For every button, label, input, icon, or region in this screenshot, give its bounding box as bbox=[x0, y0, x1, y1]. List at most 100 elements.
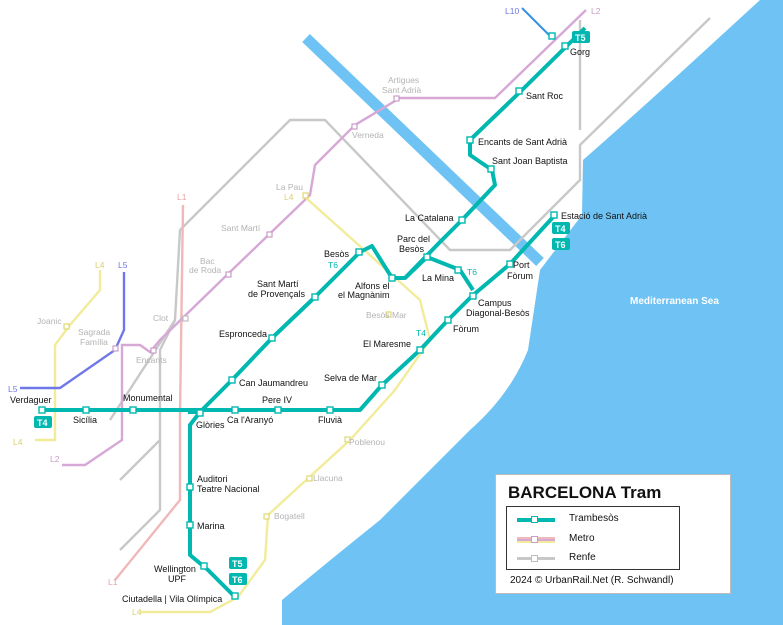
ciutadella-label: Ciutadella | Vila Olímpica bbox=[122, 594, 222, 604]
l2-top-end-label: L2 bbox=[591, 6, 601, 16]
wellington-label: Wellington bbox=[154, 564, 196, 574]
legend: BARCELONA Tram Trambesòs Metro Renfe 202… bbox=[495, 474, 731, 594]
tram-station-labels: Gorg Sant Roc Encants de Sant Adrià Sant… bbox=[10, 47, 647, 604]
svg-text:T6: T6 bbox=[555, 240, 566, 250]
legend-label-metro: Metro bbox=[569, 533, 595, 544]
l4-left-end-label: L4 bbox=[13, 437, 23, 447]
l1-top-end-label: L1 bbox=[177, 192, 187, 202]
gorg-label: Gorg bbox=[570, 47, 590, 57]
svg-text:T5: T5 bbox=[575, 33, 586, 43]
legend-station-marker bbox=[531, 536, 538, 543]
verdaguer-label: Verdaguer bbox=[10, 395, 52, 405]
poblenou-label: Poblenou bbox=[349, 437, 385, 447]
t6-branch-tag-lamina: T6 bbox=[467, 267, 477, 277]
besos-river bbox=[302, 34, 544, 266]
monumental-label: Monumental bbox=[123, 393, 173, 403]
sea-label: Mediterranean Sea bbox=[630, 296, 719, 307]
svg-text:T5: T5 bbox=[232, 559, 243, 569]
pere-iv-label: Pere IV bbox=[262, 395, 292, 405]
besos-mar-label: Besòs Mar bbox=[366, 310, 407, 320]
badge-t4-estacio: T4 bbox=[552, 222, 570, 234]
sant-marti-label: Sant Martí bbox=[221, 223, 261, 233]
parc-del-besos-label-2: Besòs bbox=[399, 244, 425, 254]
legend-row-renfe: Renfe bbox=[513, 552, 673, 566]
campus-label: Campus bbox=[478, 298, 512, 308]
svg-text:T4: T4 bbox=[555, 224, 566, 234]
alfons-label: Alfons el bbox=[355, 281, 390, 291]
encants-label: Encants bbox=[136, 355, 167, 365]
l10-end-label: L10 bbox=[505, 6, 519, 16]
artigues-label-2: Sant Adrià bbox=[382, 85, 421, 95]
auditori-label-2: Teatre Nacional bbox=[197, 484, 260, 494]
sant-joan-baptista-label: Sant Joan Baptista bbox=[492, 156, 568, 166]
t4-branch-tag-elmaresme: T4 bbox=[416, 328, 426, 338]
sant-marti-provencals-label-2: de Provençals bbox=[248, 289, 306, 299]
bogatell-label: Bogatell bbox=[274, 511, 305, 521]
clot-label: Clot bbox=[153, 313, 169, 323]
tram-stations bbox=[38, 32, 569, 600]
marina-label: Marina bbox=[197, 521, 225, 531]
ca-laranyo-label: Ca l'Aranyó bbox=[227, 415, 273, 425]
legend-row-trambesos: Trambesòs bbox=[513, 513, 673, 527]
joanic-label: Joanic bbox=[37, 316, 62, 326]
l4-top-end-label: L4 bbox=[95, 260, 105, 270]
other-line-station-labels: Artigues Sant Adrià Verneda La Pau Sant … bbox=[37, 75, 421, 521]
campus-label-2: Diagonal-Besòs bbox=[466, 308, 530, 318]
sagrada-familia-label: Sagrada bbox=[78, 327, 110, 337]
estacio-sant-adria-label: Estació de Sant Adrià bbox=[561, 211, 647, 221]
l4-bottom-end-label: L4 bbox=[132, 607, 142, 617]
la-catalana-label: La Catalana bbox=[405, 213, 454, 223]
legend-title: BARCELONA Tram bbox=[508, 483, 662, 502]
legend-label-trambesos: Trambesòs bbox=[569, 513, 619, 524]
llacuna-label: Llacuna bbox=[313, 473, 343, 483]
glories-label: Glòries bbox=[196, 420, 225, 430]
el-maresme-label: El Maresme bbox=[363, 339, 411, 349]
l5-left-end-label: L5 bbox=[8, 384, 18, 394]
legend-row-metro: Metro bbox=[513, 533, 673, 547]
auditori-label: Auditori bbox=[197, 474, 228, 484]
other-line-stations bbox=[63, 95, 400, 520]
legend-key: Trambesòs Metro Renfe bbox=[506, 506, 680, 570]
t6-branch-tag-besos: T6 bbox=[328, 260, 338, 270]
port-forum-label-2: Fòrum bbox=[507, 271, 533, 281]
metro-l10-line bbox=[521, 7, 551, 37]
legend-station-marker bbox=[531, 555, 538, 562]
sea-area bbox=[282, 0, 783, 625]
wellington-label-2: UPF bbox=[168, 574, 187, 584]
metro-l4-west-line bbox=[35, 270, 102, 442]
espronceda-label: Espronceda bbox=[219, 329, 267, 339]
l2-bottom-end-label: L2 bbox=[50, 454, 60, 464]
sagrada-familia-label-2: Família bbox=[80, 337, 108, 347]
la-mina-label: La Mina bbox=[422, 273, 454, 283]
l1-bottom-end-label: L1 bbox=[108, 577, 118, 587]
l5-top-end-label: L5 bbox=[118, 260, 128, 270]
badge-t6-estacio: T6 bbox=[552, 238, 570, 250]
badge-t4-verdaguer: T4 bbox=[34, 416, 52, 428]
bac-de-roda-label-2: de Roda bbox=[189, 265, 221, 275]
l4-lapau-label: L4 bbox=[284, 192, 294, 202]
encants-sant-adria-label: Encants de Sant Adrià bbox=[478, 137, 567, 147]
sicilia-label: Sicília bbox=[73, 415, 97, 425]
metro-l1-line bbox=[114, 204, 185, 581]
parc-del-besos-label: Parc del bbox=[397, 234, 430, 244]
badge-t6-ciutadella: T6 bbox=[229, 573, 247, 585]
port-forum-label: Port bbox=[513, 260, 530, 270]
badge-t5-ciutadella: T5 bbox=[229, 557, 247, 569]
sant-roc-label: Sant Roc bbox=[526, 91, 564, 101]
legend-credit: 2024 © UrbanRail.Net (R. Schwandl) bbox=[510, 575, 674, 586]
artigues-label: Artigues bbox=[388, 75, 419, 85]
can-jaumandreu-label: Can Jaumandreu bbox=[239, 378, 308, 388]
line-end-labels: L10 L2 L2 L5 L5 L4 L4 L4 L4 L1 L1 bbox=[8, 6, 601, 617]
sant-marti-provencals-label: Sant Martí bbox=[257, 279, 299, 289]
besos-label: Besòs bbox=[324, 249, 350, 259]
la-pau-label: La Pau bbox=[276, 182, 303, 192]
selva-de-mar-label: Selva de Mar bbox=[324, 373, 377, 383]
legend-label-renfe: Renfe bbox=[569, 552, 596, 563]
badge-t5-gorg: T5 bbox=[572, 31, 590, 43]
verneda-label: Verneda bbox=[352, 130, 384, 140]
fluvia-label: Fluvià bbox=[318, 415, 342, 425]
svg-text:T4: T4 bbox=[37, 418, 48, 428]
svg-text:T6: T6 bbox=[232, 575, 243, 585]
bac-de-roda-label: Bac bbox=[200, 256, 215, 266]
